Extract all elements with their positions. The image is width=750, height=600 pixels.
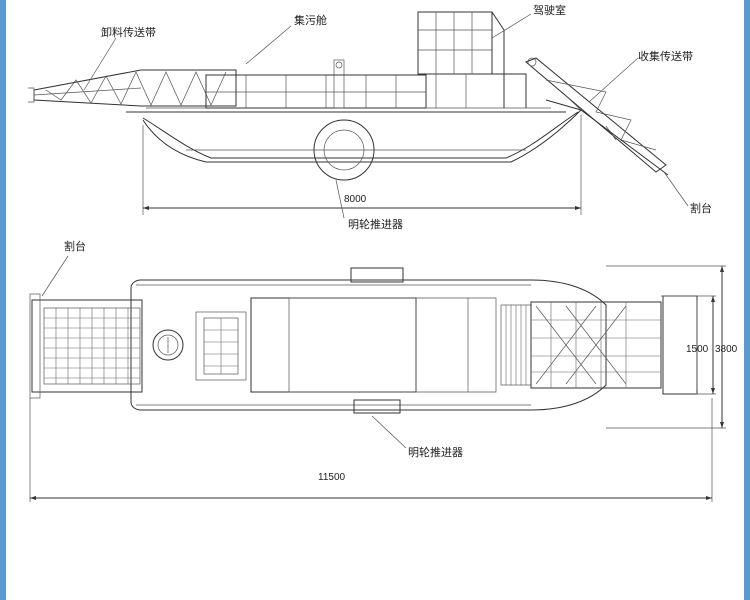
top-hull [130, 279, 607, 411]
label-cutting-platform-side: 割台 [690, 201, 712, 215]
top-paddle-wheel-lower [353, 399, 401, 414]
top-dimension-widths [606, 265, 726, 429]
top-paddle-wheel-upper [350, 267, 404, 283]
dim-overall-length: 11500 [318, 472, 346, 483]
side-view: 8000 卸料传送带 集污舱 驾驶室 收集传送带 割台 明轮推进器 [28, 3, 712, 231]
label-cutting-platform-top: 割台 [64, 239, 86, 253]
top-right-cutting-platform [661, 295, 698, 395]
dim-overall-width: 3800 [715, 344, 738, 355]
top-sewage-hold [250, 297, 497, 393]
top-right-collection-conveyor [500, 301, 662, 389]
top-round-hatch [152, 329, 184, 361]
side-cockpit [417, 11, 527, 108]
label-paddle-propeller-side: 明轮推进器 [348, 217, 403, 231]
label-unloading-conveyor: 卸料传送带 [101, 25, 156, 39]
side-paddle-wheel [313, 119, 375, 181]
label-paddle-propeller-top: 明轮推进器 [408, 445, 463, 459]
side-unloading-conveyor [28, 69, 237, 107]
side-sewage-hold [205, 59, 427, 109]
boat-drawing: 8000 卸料传送带 集污舱 驾驶室 收集传送带 割台 明轮推进器 [28, 3, 738, 502]
dim-inner-width: 1500 [686, 344, 709, 355]
label-cockpit: 驾驶室 [533, 3, 566, 17]
side-dimension-8000 [142, 115, 582, 215]
diagram-frame: 8000 卸料传送带 集污舱 驾驶室 收集传送带 割台 明轮推进器 [6, 0, 744, 600]
top-left-cutting-platform [29, 293, 143, 399]
side-collection-conveyor [525, 57, 669, 176]
top-view: 1500 3800 11500 割台 明轮推进器 [29, 239, 738, 502]
top-dimension-11500 [29, 398, 713, 502]
top-engine-area [195, 311, 247, 381]
dim-length-side: 8000 [344, 194, 367, 205]
side-hull [142, 109, 582, 163]
label-sewage-hold: 集污舱 [294, 13, 327, 27]
label-collection-conveyor: 收集传送带 [638, 49, 693, 63]
